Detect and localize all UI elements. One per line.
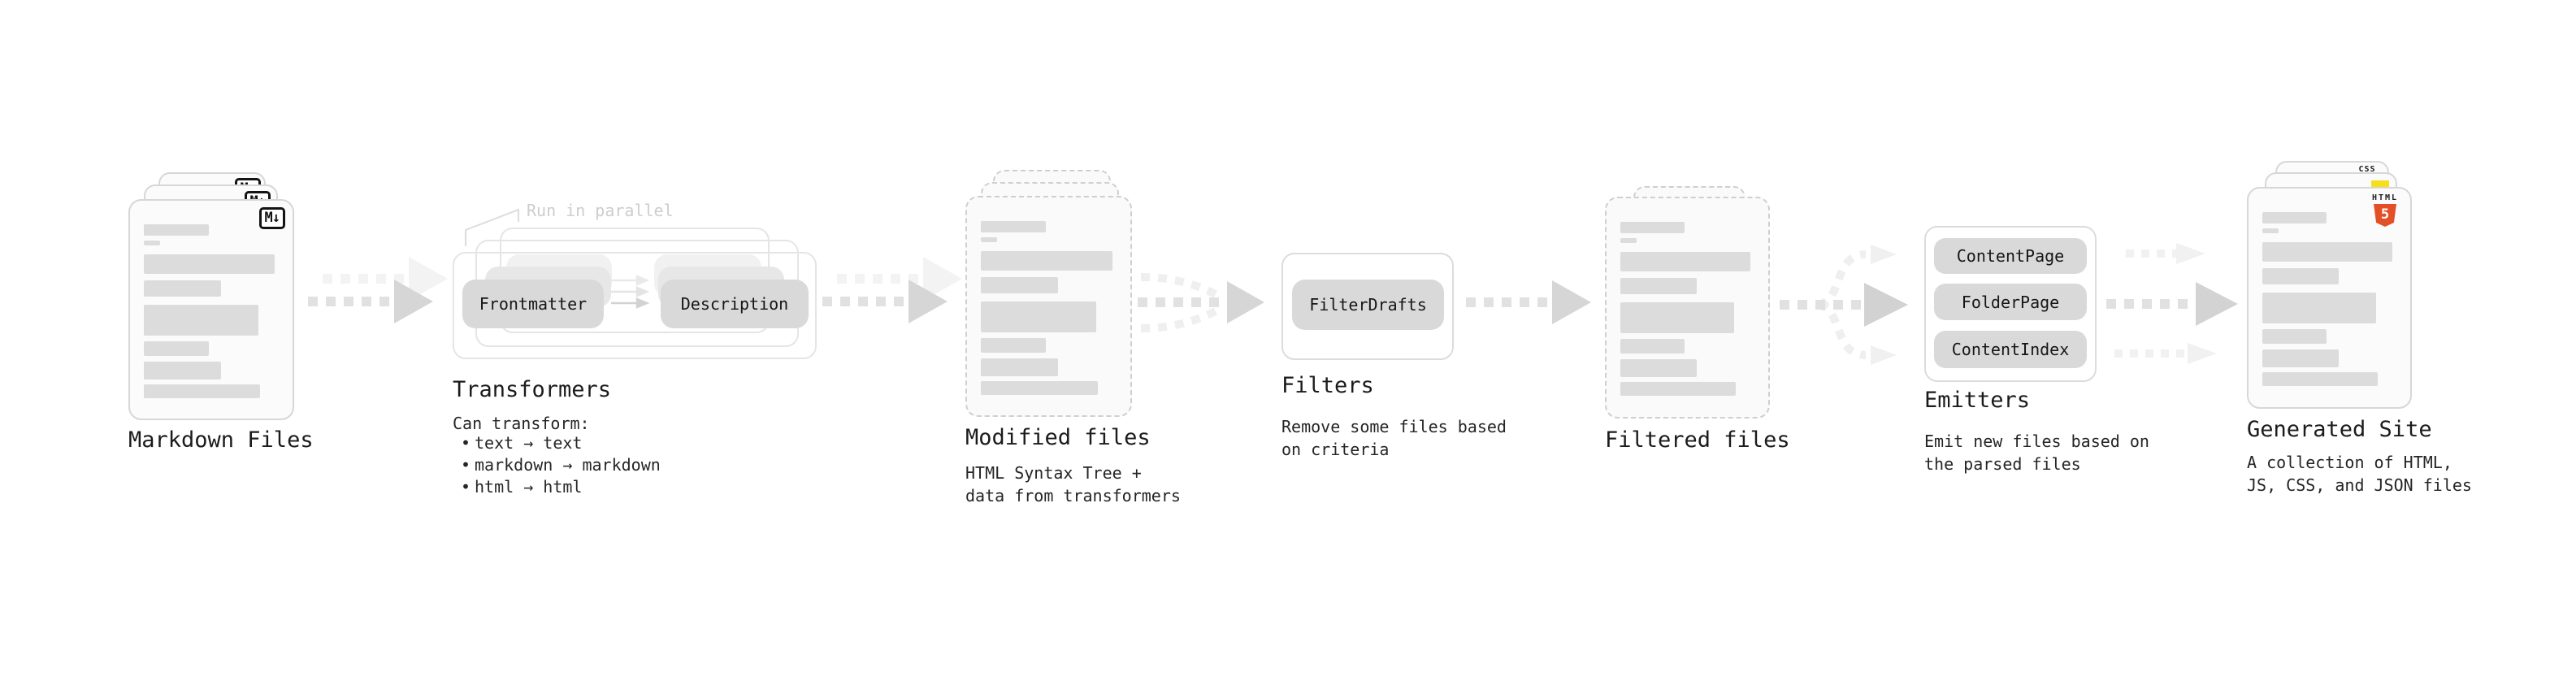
bullet-item: • markdown → markdown xyxy=(457,454,661,476)
file-card-front xyxy=(1605,197,1770,419)
text-line-bar xyxy=(2262,242,2393,262)
text-line-bar xyxy=(2262,293,2377,323)
transformers-desc-heading: Can transform: xyxy=(453,414,590,433)
text-line-bar xyxy=(2262,268,2340,284)
bullet-glyph: • xyxy=(460,433,471,453)
file-card-front xyxy=(965,196,1132,417)
text-line-bar xyxy=(144,224,209,236)
bullet-text: html → html xyxy=(475,477,583,497)
text-line-bar xyxy=(1620,252,1751,271)
description-pill: Description xyxy=(661,280,809,328)
text-line-bar xyxy=(981,221,1047,232)
file-card-front: HTML 5 xyxy=(2247,187,2412,409)
contentpage-pill: ContentPage xyxy=(1934,238,2087,274)
transformers-bullet-list: • text → text • markdown → markdown • ht… xyxy=(457,432,661,498)
stage-title-filtered-files: Filtered files xyxy=(1605,427,1790,453)
text-line-bar xyxy=(981,338,1047,353)
flow-arrow-ghost xyxy=(837,257,962,301)
text-line-bar xyxy=(2262,372,2378,386)
text-line-bar xyxy=(2262,212,2327,223)
flow-arrow-1 xyxy=(308,280,433,323)
document-text-placeholder xyxy=(144,224,279,398)
markdown-icon: M↓ xyxy=(258,207,285,229)
flow-arrow-4 xyxy=(1466,280,1591,324)
flow-arrow-converge xyxy=(1138,273,1264,332)
file-card-front: M↓ xyxy=(128,199,294,420)
bullet-item: • html → html xyxy=(457,476,661,498)
text-line-bar xyxy=(2262,228,2279,233)
filterdrafts-pill: FilterDrafts xyxy=(1292,280,1444,330)
text-line-bar xyxy=(144,362,221,380)
contentindex-pill: ContentIndex xyxy=(1934,331,2087,368)
modified-files-desc: HTML Syntax Tree +data from transformers xyxy=(965,463,1181,505)
frontmatter-pill: Frontmatter xyxy=(462,280,604,328)
parallel-mini-arrows xyxy=(611,275,650,309)
text-line-bar xyxy=(2262,349,2340,367)
html5-icon: HTML 5 xyxy=(2366,193,2404,227)
text-line-bar xyxy=(1620,382,1736,396)
text-line-bar xyxy=(144,254,275,274)
bullet-glyph: • xyxy=(460,477,471,497)
bullet-item: • text → text xyxy=(457,432,661,454)
bullet-glyph: • xyxy=(460,455,471,475)
flow-arrow-fanout xyxy=(2106,243,2238,364)
text-line-bar xyxy=(981,381,1098,395)
bullet-text: text → text xyxy=(475,433,583,453)
text-line-bar xyxy=(1620,222,1685,233)
folderpage-pill: FolderPage xyxy=(1934,284,2087,320)
text-line-bar xyxy=(144,305,259,336)
text-line-bar xyxy=(981,251,1112,271)
bullet-text: markdown → markdown xyxy=(475,455,661,475)
text-line-bar xyxy=(981,301,1096,332)
document-text-placeholder xyxy=(981,221,1117,395)
text-line-bar xyxy=(1620,339,1685,354)
stage-title-emitters: Emitters xyxy=(1924,388,2031,413)
text-line-bar xyxy=(981,277,1059,293)
text-line-bar xyxy=(1620,278,1698,294)
annotation-leader-line xyxy=(465,208,519,246)
text-line-bar xyxy=(1620,359,1698,377)
text-line-bar xyxy=(981,237,998,242)
stage-title-generated-site: Generated Site xyxy=(2247,417,2432,442)
run-in-parallel-label: Run in parallel xyxy=(527,201,674,220)
text-line-bar xyxy=(144,280,221,297)
document-text-placeholder xyxy=(2262,212,2396,386)
document-text-placeholder xyxy=(1620,222,1754,396)
text-line-bar xyxy=(981,358,1059,376)
flow-arrow-ghost xyxy=(323,257,448,301)
stage-title-transformers: Transformers xyxy=(453,377,612,402)
text-line-bar xyxy=(1620,238,1637,243)
stage-title-filters: Filters xyxy=(1281,373,1374,398)
stage-title-modified-files: Modified files xyxy=(965,425,1151,450)
text-line-bar xyxy=(2262,329,2327,344)
text-line-bar xyxy=(1620,302,1735,333)
transformer-layer-front xyxy=(453,252,817,359)
flow-arrow-2 xyxy=(822,280,948,323)
stage-title-markdown-files: Markdown Files xyxy=(128,427,314,453)
flow-arrow-diverge xyxy=(1780,245,1908,365)
generated-site-desc: A collection of HTML,JS, CSS, and JSON f… xyxy=(2247,453,2472,495)
text-line-bar xyxy=(144,341,209,356)
text-line-bar xyxy=(144,241,160,245)
text-line-bar xyxy=(144,384,260,398)
